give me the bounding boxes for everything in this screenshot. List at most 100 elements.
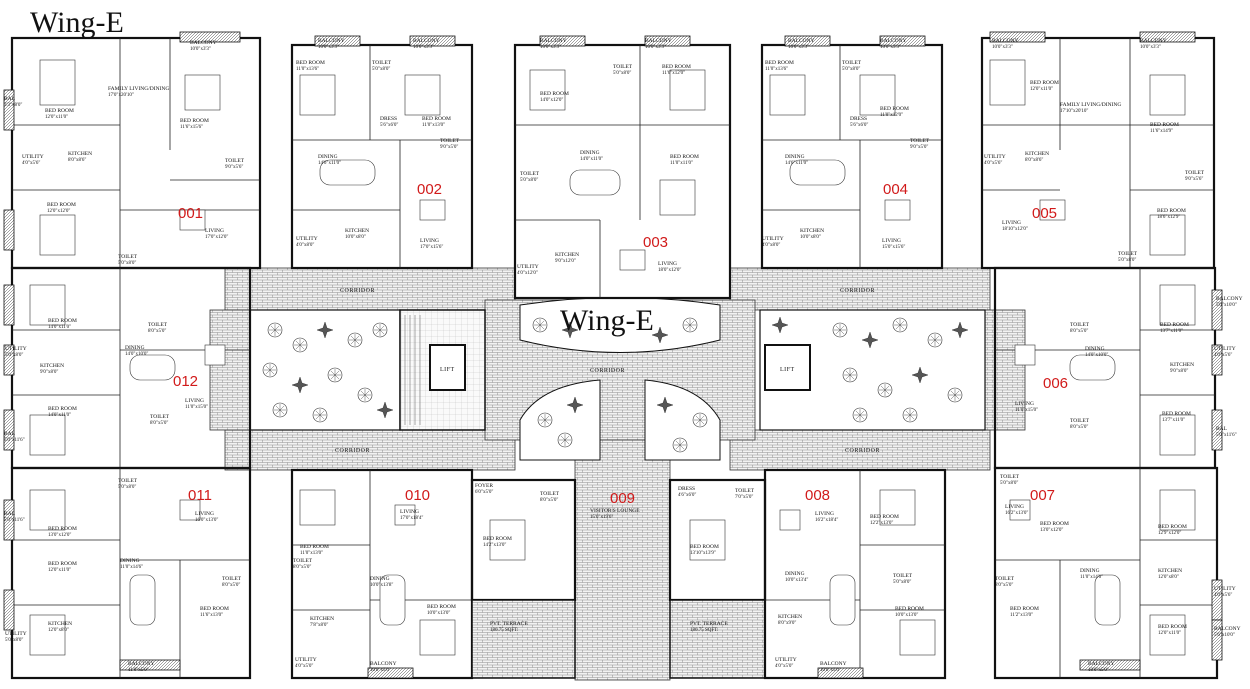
room-name: BED ROOM [1162, 411, 1191, 417]
room-name: BALCONY [788, 38, 815, 44]
room-dimension: 10'0"x5'0" [370, 668, 391, 673]
room-name: BED ROOM [1158, 624, 1187, 630]
unit-number: 002 [417, 181, 442, 198]
room-name: UTILITY [1214, 586, 1236, 592]
room-dimension: 5'6"x10'0" [1214, 633, 1235, 638]
room-dimension: 17'0"x15'6" [420, 245, 443, 250]
room-dimension: 8'0"x5'0" [148, 329, 166, 334]
room-dimension: 14'2"x13'0" [483, 543, 506, 548]
room-dimension: 9'0"x12'0" [555, 259, 576, 264]
room-name: BALCONY [1214, 626, 1241, 632]
room-dimension: 5'6"x6'0" [850, 123, 868, 128]
corridor-label: CORRIDOR [845, 448, 880, 454]
room-dimension: 17'0"x20'10" [108, 93, 134, 98]
room-dimension: 8'0"x9'0" [778, 621, 796, 626]
room-dimension: 14'0"x11'0" [48, 325, 71, 330]
room-name: BED ROOM [47, 202, 76, 208]
room-dimension: 17'10"x20'10" [1060, 109, 1088, 114]
room-dimension: 8'0"x5'0" [995, 583, 1013, 588]
room-name: BED ROOM [880, 106, 909, 112]
room-dimension: 5'0"x8'0" [118, 485, 136, 490]
room-dimension: 11'6"x13'0" [200, 613, 223, 618]
room-dimension: 12'9"x12'0" [1158, 531, 1181, 536]
room-name: BED ROOM [1160, 322, 1189, 328]
room-name: LIVING [185, 398, 204, 404]
room-name: BED ROOM [422, 116, 451, 122]
room-name: KITCHEN [1170, 362, 1194, 368]
room-name: TOILET [293, 558, 313, 564]
room-dimension: 11'2"x13'0" [1010, 613, 1033, 618]
room-name: LIVING [1005, 504, 1024, 510]
room-dimension: 11'0"x14'6" [1080, 575, 1103, 580]
room-dimension: 5'6"x6'0" [380, 123, 398, 128]
room-name: VISITOR'S LOUNGE [590, 508, 640, 514]
unit-number: 003 [643, 234, 668, 251]
unit-number: 007 [1030, 487, 1055, 504]
room-dimension: 11'0"x13'6" [765, 67, 788, 72]
room-name: FOYER [475, 483, 493, 489]
room-dimension: 11'0"x5'0" [128, 668, 149, 673]
room-dimension: 14'0"x12'0" [540, 98, 563, 103]
room-dimension: 9'0"x5'6" [1185, 177, 1203, 182]
room-name: UTILITY [762, 236, 784, 242]
room-name: TOILET [118, 254, 138, 260]
room-name: TOILET [520, 171, 540, 177]
room-name: TOILET [150, 414, 170, 420]
room-name: LIVING [1002, 220, 1021, 226]
room-name: BALCONY [1088, 661, 1115, 667]
room-name: BED ROOM [296, 60, 325, 66]
room-name: TOILET [118, 478, 138, 484]
room-dimension: 9'0"x8'0" [40, 370, 58, 375]
room-dimension: 4'0"x5'6" [1214, 353, 1232, 358]
room-dimension: 16'0"x13'0" [195, 518, 218, 523]
room-name: DRESS [850, 116, 867, 122]
room-dimension: 5'0"x8'0" [1000, 481, 1018, 486]
room-dimension: 13'0"x12'0" [48, 533, 71, 538]
room-name: BALCONY [645, 38, 672, 44]
room-dimension: 5'0"x8'0" [372, 67, 390, 72]
room-name: BED ROOM [1010, 606, 1039, 612]
room-name: KITCHEN [48, 621, 72, 627]
unit-number: 009 [610, 490, 635, 507]
room-dimension: 11'6"x15'6" [180, 125, 203, 130]
room-name: BED ROOM [1157, 208, 1186, 214]
room-name: UTILITY [22, 154, 44, 160]
room-dimension: 11'6"x14'9" [1150, 129, 1173, 134]
room-name: LIVING [658, 261, 677, 267]
room-name: TOILET [1000, 474, 1020, 480]
room-name: LIVING [400, 509, 419, 515]
room-dimension: 12'0"x11'0" [1158, 631, 1181, 636]
room-dimension: 11'0"x13'0" [422, 123, 445, 128]
room-name: DINING [120, 558, 140, 564]
room-name: FAMILY LIVING/DINING [1060, 102, 1121, 108]
room-name: UTILITY [984, 154, 1006, 160]
room-name: BED ROOM [670, 154, 699, 160]
unit-blocks [3, 31, 1223, 680]
room-name: BAL [1216, 426, 1228, 432]
room-name: BALCONY [992, 38, 1019, 44]
room-dimension: 9'0"x8'0" [1170, 369, 1188, 374]
room-name: FAMILY LIVING/DINING [108, 86, 169, 92]
corridor-label: CORRIDOR [590, 368, 625, 374]
room-dimension: 11'0"x13'0" [300, 551, 323, 556]
room-dimension: 18'6"x12'9" [1157, 215, 1180, 220]
room-dimension: 5'0"x8'0" [842, 67, 860, 72]
room-name: DINING [580, 150, 600, 156]
room-name: DINING [785, 154, 805, 160]
room-name: UTILITY [296, 236, 318, 242]
room-dimension: 3'3"x8'0" [4, 103, 22, 108]
room-name: BALCONY [820, 661, 847, 667]
room-name: TOILET [995, 576, 1015, 582]
room-dimension: 12'0"x8'0" [48, 628, 69, 633]
room-dimension: 4'0"x12'0" [517, 271, 538, 276]
room-dimension: 10'0"x3'3" [645, 45, 666, 50]
room-dimension: 11'0"x13'6" [296, 67, 319, 72]
room-name: PVT. TERRACE [490, 621, 528, 627]
room-name: UTILITY [517, 264, 539, 270]
unit-number: 008 [805, 487, 830, 504]
room-dimension: 11'0"x15'0" [185, 405, 208, 410]
room-dimension: 11'6"x12'0" [662, 71, 685, 76]
room-name: BED ROOM [45, 108, 74, 114]
room-name: BALCONY [1216, 296, 1243, 302]
